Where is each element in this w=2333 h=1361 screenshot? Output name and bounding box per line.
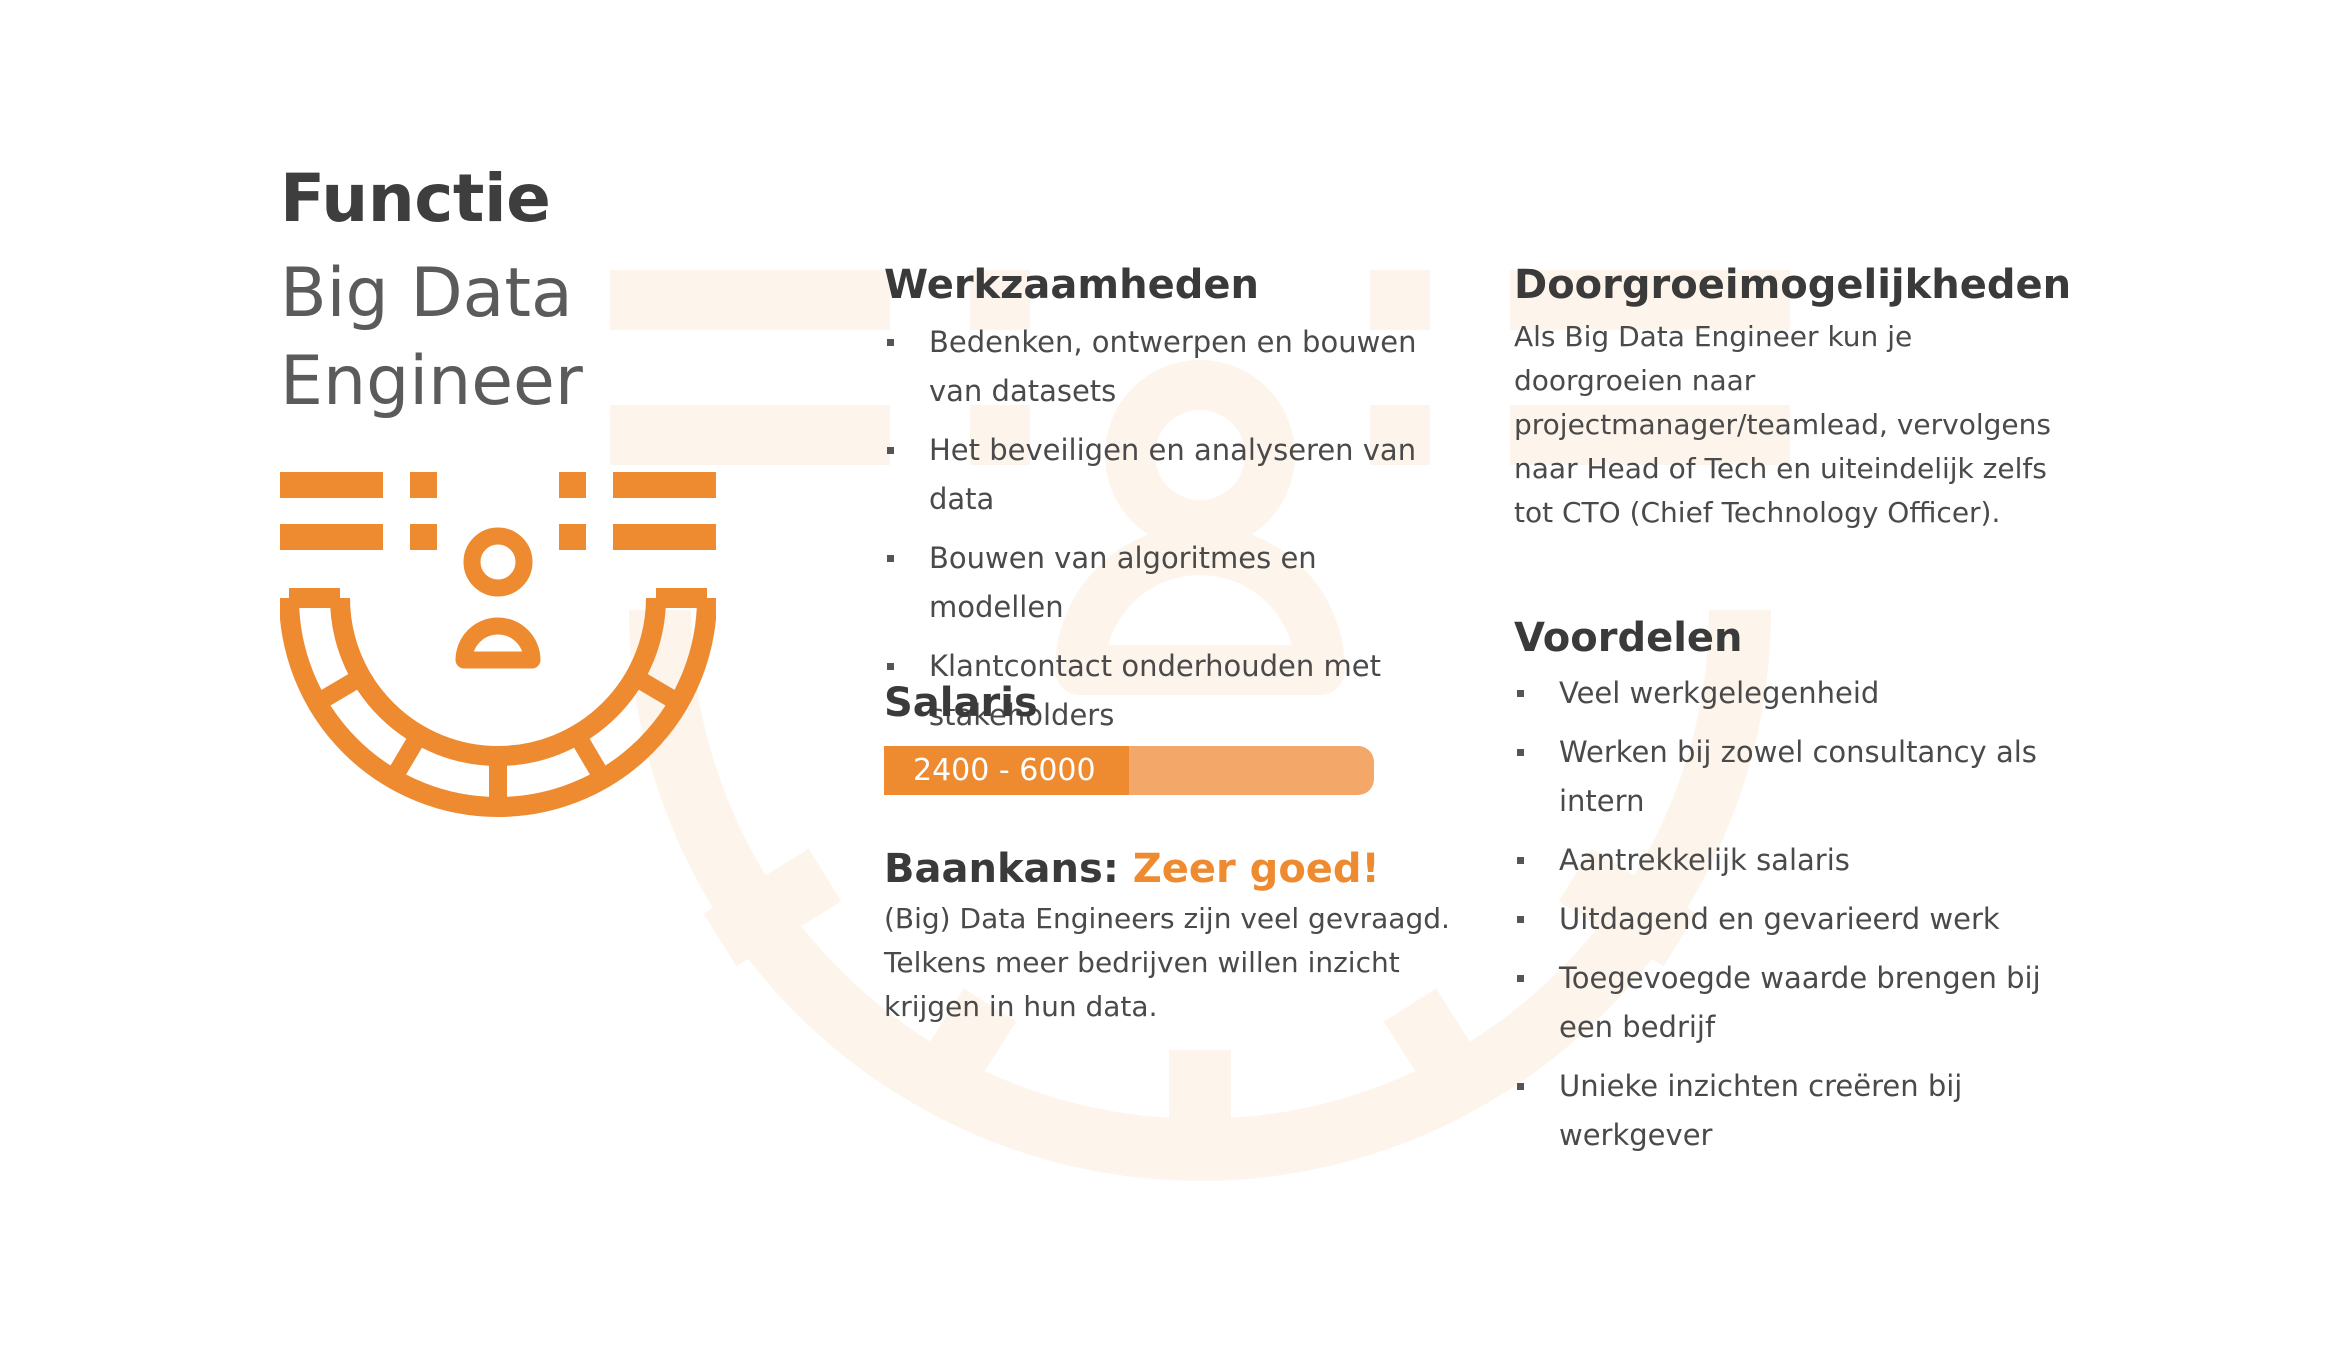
bullet-icon [1517,690,1524,697]
bullet-icon [887,447,894,454]
baankans-text: (Big) Data Engineers zijn veel gevraagd.… [884,902,1450,1023]
list-item-label: Werken bij zowel consultancy als intern [1559,735,2037,818]
list-item-label: Aantrekkelijk salaris [1559,843,1850,877]
list-item-label: Toegevoegde waarde brengen bij een bedri… [1559,961,2041,1044]
list-item: Veel werkgelegenheid [1514,669,2074,718]
bullet-icon [887,339,894,346]
salary-range-bar: 2400 - 6000 [884,746,1374,795]
list-item: Bouwen van algoritmes en modellen [884,534,1424,632]
bullet-icon [1517,916,1524,923]
list-item: Uitdagend en gevarieerd werk [1514,895,2074,944]
baankans-heading: Baankans: Zeer goed! [884,845,1380,893]
list-item-label: Bouwen van algoritmes en modellen [929,541,1317,624]
list-item: Unieke inzichten creëren bij werkgever [1514,1062,2074,1160]
baankans-rating: Zeer goed! [1132,846,1380,892]
bullet-icon [1517,857,1524,864]
doorgroei-heading: Doorgroeimogelijkheden [1514,262,2072,308]
list-item: Aantrekkelijk salaris [1514,836,2074,885]
salary-range-fill [884,746,1129,795]
bullet-icon [887,555,894,562]
list-item-label: Unieke inzichten creëren bij werkgever [1559,1069,1963,1152]
werkzaamheden-heading: Werkzaamheden [884,262,1259,308]
bullet-icon [1517,975,1524,982]
bullet-icon [1517,1083,1524,1090]
list-item: Het beveiligen en analyseren van data [884,426,1424,524]
bullet-icon [1517,749,1524,756]
page-title: Functie [280,160,551,237]
voordelen-list: Veel werkgelegenheid Werken bij zowel co… [1514,669,2074,1170]
background-watermark-logo-icon [610,270,1790,1181]
data-engineer-logo-icon [280,472,716,817]
salaris-heading: Salaris [884,680,1038,726]
list-item: Bedenken, ontwerpen en bouwen van datase… [884,318,1424,416]
list-item: Toegevoegde waarde brengen bij een bedri… [1514,954,2074,1052]
list-item: Werken bij zowel consultancy als intern [1514,728,2074,826]
voordelen-heading: Voordelen [1514,615,1743,661]
list-item-label: Veel werkgelegenheid [1559,676,1880,710]
werkzaamheden-list: Bedenken, ontwerpen en bouwen van datase… [884,318,1424,750]
list-item-label: Klantcontact onderhouden met stakeholder… [929,649,1381,732]
list-item-label: Uitdagend en gevarieerd werk [1559,902,2000,936]
list-item-label: Bedenken, ontwerpen en bouwen van datase… [929,325,1417,408]
doorgroei-text: Als Big Data Engineer kun je doorgroeien… [1514,320,2051,529]
salary-range-label: 2400 - 6000 [913,753,1096,788]
list-item: Klantcontact onderhouden met stakeholder… [884,642,1424,740]
baankans-label: Baankans: [884,846,1119,892]
bullet-icon [887,663,894,670]
list-item-label: Het beveiligen en analyseren van data [929,433,1417,516]
job-title: Big Data Engineer [280,254,583,422]
